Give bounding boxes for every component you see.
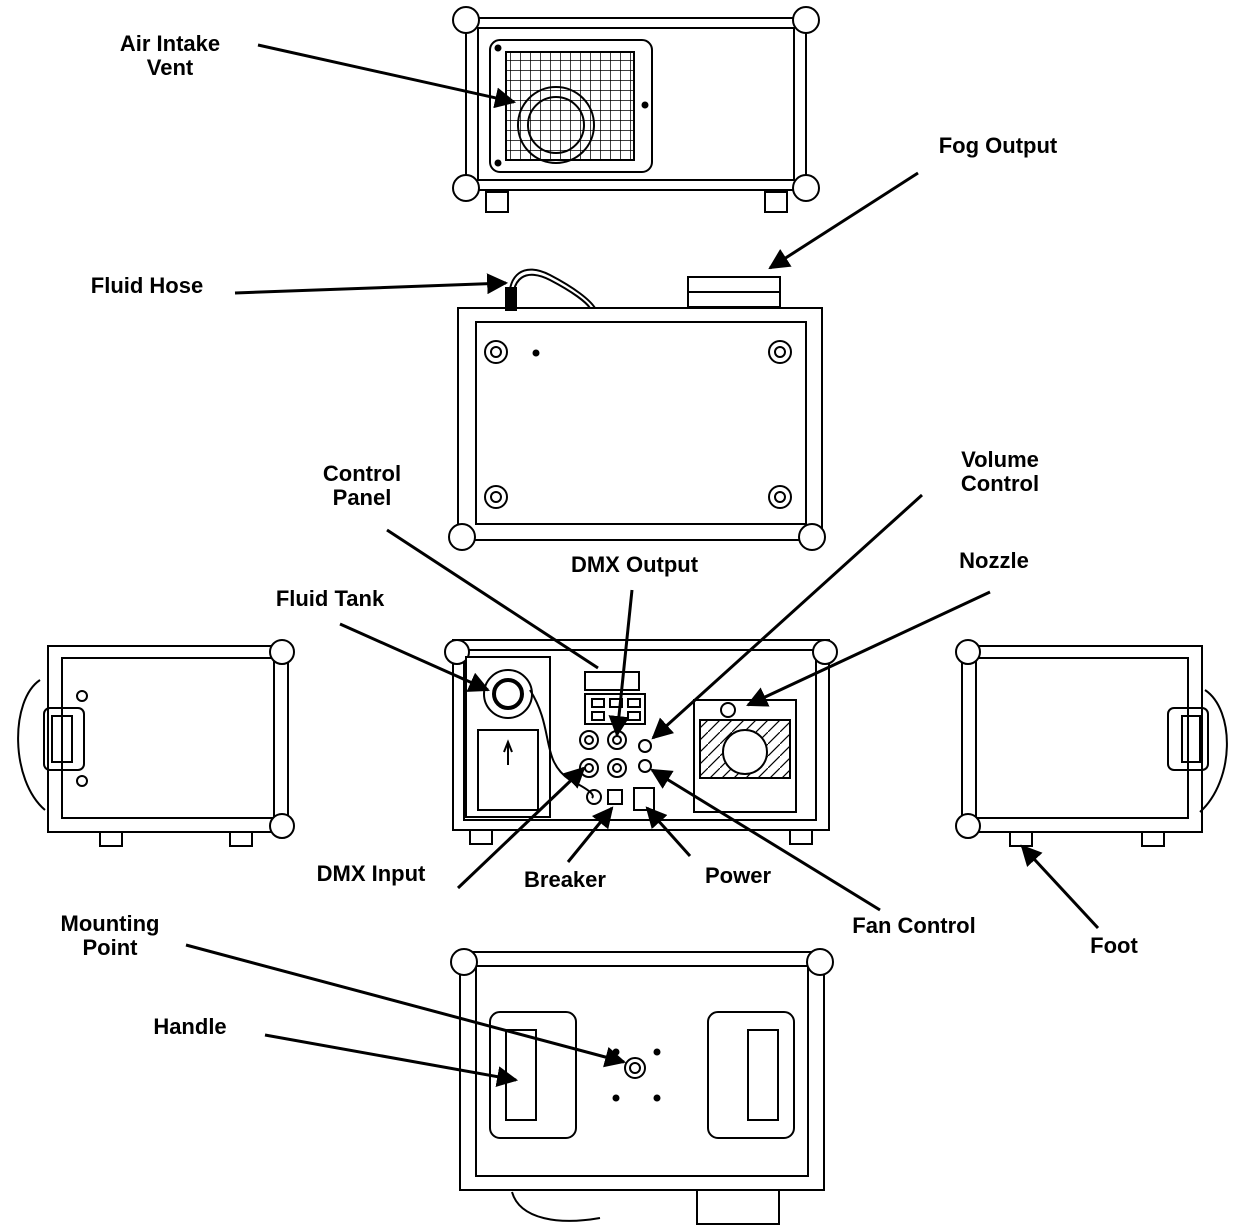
arrow-fluid-tank bbox=[339, 622, 490, 692]
arrow-breaker bbox=[566, 806, 614, 863]
arrow-fog-output bbox=[768, 171, 919, 270]
label-dmx-input: DMX Input bbox=[316, 861, 426, 886]
label-fluid-hose: Fluid Hose bbox=[90, 273, 204, 298]
label-air-intake-vent: Air Intake Vent bbox=[100, 32, 240, 80]
arrow-dmx-output bbox=[608, 589, 634, 738]
label-air-intake-line1: Air Intake bbox=[119, 31, 221, 56]
right-side-view bbox=[955, 639, 1228, 847]
arrow-power bbox=[645, 806, 692, 858]
label-breaker: Breaker bbox=[524, 867, 606, 892]
label-handle: Handle bbox=[153, 1014, 227, 1039]
arrow-dmx-input bbox=[456, 766, 586, 890]
label-volume-control-line1: Volume bbox=[961, 447, 1039, 472]
arrow-fluid-hose bbox=[234, 273, 509, 295]
left-side-view bbox=[17, 639, 295, 847]
rear-view bbox=[448, 268, 826, 551]
label-mounting-point-line2: Point bbox=[82, 935, 138, 960]
label-nozzle: Nozzle bbox=[959, 548, 1029, 573]
label-dmx-output: DMX Output bbox=[570, 552, 699, 577]
arrow-mounting-point bbox=[185, 943, 627, 1068]
label-volume-control-line2: Control bbox=[960, 471, 1040, 496]
arrow-fan-control bbox=[650, 768, 881, 912]
top-view bbox=[452, 6, 820, 213]
label-power: Power bbox=[704, 863, 772, 888]
arrow-volume-control bbox=[651, 493, 924, 740]
label-control-panel: Control Panel bbox=[302, 462, 422, 510]
label-mounting-point-line1: Mounting bbox=[60, 911, 160, 936]
label-foot: Foot bbox=[1090, 933, 1138, 958]
arrow-air-intake-vent bbox=[257, 43, 517, 109]
arrow-control-panel bbox=[386, 528, 599, 670]
callout-arrows bbox=[185, 43, 1100, 1087]
label-mounting-point: Mounting Point bbox=[40, 912, 180, 960]
label-volume-control: Volume Control bbox=[940, 448, 1060, 496]
front-view bbox=[444, 639, 838, 845]
label-control-panel-line2: Panel bbox=[332, 485, 392, 510]
label-fluid-tank: Fluid Tank bbox=[275, 586, 385, 611]
arrow-nozzle bbox=[746, 590, 991, 707]
label-fan-control: Fan Control bbox=[852, 913, 976, 938]
bottom-view bbox=[450, 948, 834, 1225]
label-air-intake-line2: Vent bbox=[146, 55, 194, 80]
arrow-foot bbox=[1020, 844, 1100, 930]
label-control-panel-line1: Control bbox=[322, 461, 402, 486]
arrow-handle bbox=[264, 1033, 519, 1087]
label-fog-output: Fog Output bbox=[938, 133, 1058, 158]
